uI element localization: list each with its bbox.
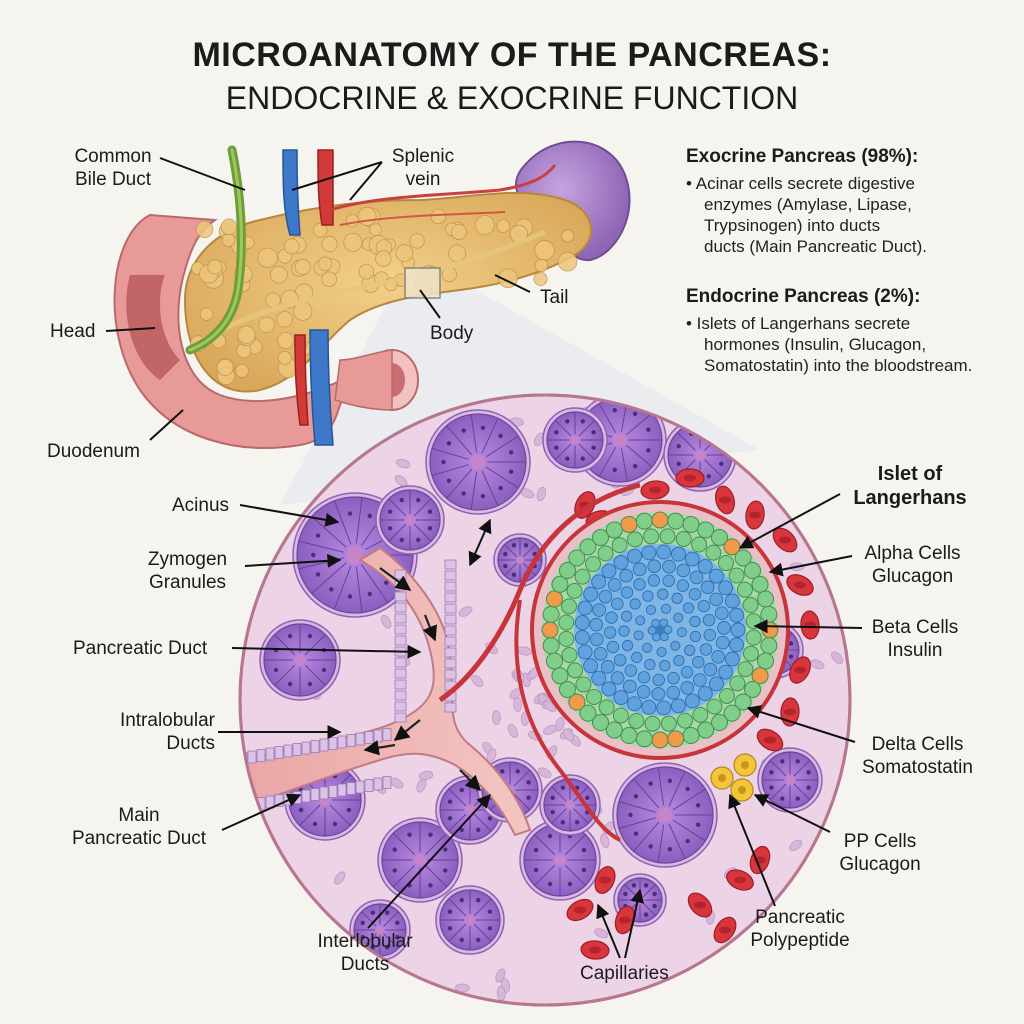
acinus — [425, 409, 531, 515]
acinus — [259, 619, 341, 701]
vein-top — [282, 149, 301, 236]
splenic-artery — [329, 164, 557, 212]
acini-group — [259, 395, 823, 961]
artery-bottom — [294, 334, 309, 426]
acinus — [542, 407, 608, 473]
label-pancreatic-duct: Pancreatic Duct — [73, 638, 208, 659]
islet-of-langerhans — [530, 500, 790, 802]
page-title: MICROANATOMY OF THE PANCREAS: — [192, 36, 832, 74]
acinus — [612, 762, 718, 868]
label-body: Body — [430, 323, 474, 344]
exocrine-section: Exocrine Pancreas (98%): • Acinar cells … — [686, 146, 927, 256]
page-subtitle: ENDOCRINE & EXOCRINE FUNCTION — [225, 80, 799, 116]
acinus — [519, 819, 601, 901]
pointer-lines — [105, 157, 531, 441]
acinus — [757, 747, 823, 813]
label-head: Head — [50, 321, 96, 342]
artery-top — [317, 149, 334, 226]
label-tail: Tail — [540, 287, 569, 308]
endocrine-section: Endocrine Pancreas (2%): • Islets of Lan… — [686, 286, 973, 375]
acinus — [349, 899, 411, 961]
acinus — [493, 533, 547, 587]
label-acinus: Acinus — [172, 495, 230, 516]
acinus — [539, 774, 601, 836]
label-capillaries: Capillaries — [580, 963, 669, 984]
tissue-section — [238, 393, 852, 1007]
flow-arrows — [363, 567, 482, 792]
vein-bottom — [309, 329, 334, 446]
acinus — [375, 485, 445, 555]
acinus — [377, 817, 463, 903]
acinus — [435, 885, 505, 955]
annotation-arrows — [218, 493, 863, 959]
label-duodenum: Duodenum — [47, 441, 140, 462]
